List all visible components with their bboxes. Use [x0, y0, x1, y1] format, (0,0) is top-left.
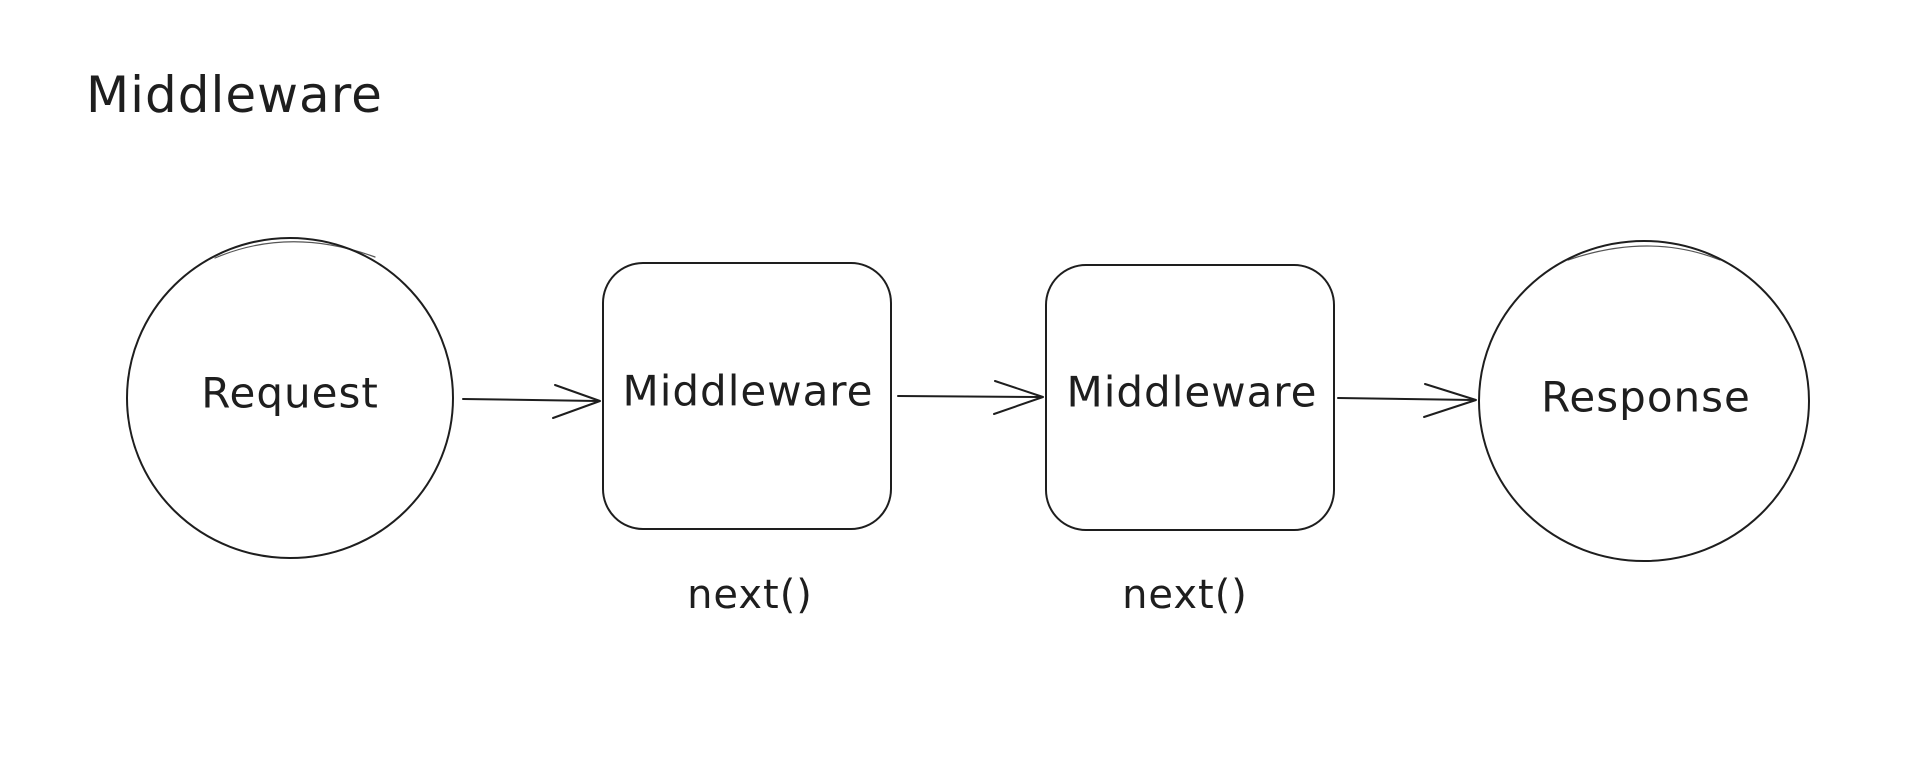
edge-request-to-middleware-1: [462, 384, 601, 419]
response-circle: [1478, 240, 1810, 562]
node-request: Request: [126, 237, 454, 559]
arrow-head: [552, 384, 601, 419]
middleware-1-box: [602, 262, 892, 530]
arrow-shaft: [1337, 397, 1475, 401]
middleware-1-label: Middleware: [622, 367, 873, 416]
node-middleware-2: Middleware next(): [1045, 264, 1335, 618]
response-label: Response: [1541, 373, 1751, 422]
diagram-title: Middleware: [86, 66, 383, 124]
arrow-shaft: [462, 398, 599, 402]
arrow-head: [1423, 383, 1477, 418]
arrow-head: [993, 380, 1044, 415]
request-circle-overstroke: [214, 241, 376, 259]
request-label: Request: [201, 369, 379, 418]
middleware-1-caption: next(): [687, 572, 813, 618]
edge-middleware-2-to-response: [1337, 383, 1477, 418]
request-circle: [126, 237, 454, 559]
node-middleware-1: Middleware next(): [602, 262, 892, 618]
middleware-2-label: Middleware: [1066, 368, 1317, 417]
edge-middleware-1-to-middleware-2: [897, 380, 1044, 415]
response-circle-overstroke: [1567, 245, 1721, 261]
middleware-2-box: [1045, 264, 1335, 531]
middleware-2-caption: next(): [1122, 572, 1248, 618]
arrow-shaft: [897, 395, 1041, 398]
node-response: Response: [1478, 240, 1810, 562]
